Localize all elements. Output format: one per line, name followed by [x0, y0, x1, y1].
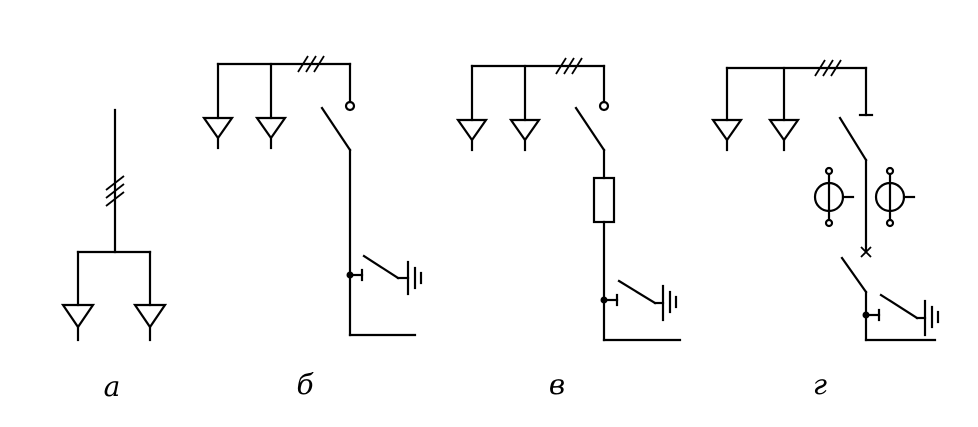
transformer-symbol — [508, 118, 542, 142]
separator-blade — [840, 256, 868, 294]
disconnector-blade — [320, 106, 352, 152]
fuse-symbol — [592, 176, 616, 224]
transformer-symbol — [710, 118, 744, 142]
disconnector-blade — [838, 116, 868, 162]
transformer-symbol — [60, 303, 96, 329]
transformer-symbol — [201, 116, 235, 140]
earthing-switch — [602, 279, 678, 322]
transformer-symbol — [254, 116, 288, 140]
caption-a: а — [104, 370, 121, 403]
three-phase-mark — [814, 59, 842, 77]
three-phase-mark — [105, 175, 125, 207]
scheme-g — [710, 59, 940, 342]
three-phase-mark — [555, 57, 583, 75]
transformer-symbol — [132, 303, 168, 329]
earthing-switch — [348, 254, 423, 296]
disconnector-blade — [574, 106, 606, 152]
current-transformer-left — [813, 166, 855, 228]
three-phase-mark — [297, 55, 325, 73]
scheme-v — [455, 57, 682, 342]
scheme-a — [60, 108, 168, 342]
caption-b: б — [296, 368, 314, 401]
transformer-symbol — [455, 118, 489, 142]
short-circuiter-cross — [860, 246, 872, 258]
caption-v: в — [549, 368, 565, 401]
scheme-b — [201, 55, 423, 337]
transformer-symbol — [767, 118, 801, 142]
caption-g: г — [813, 368, 827, 401]
earthing-switch — [864, 293, 940, 337]
current-transformer-right — [874, 166, 916, 228]
